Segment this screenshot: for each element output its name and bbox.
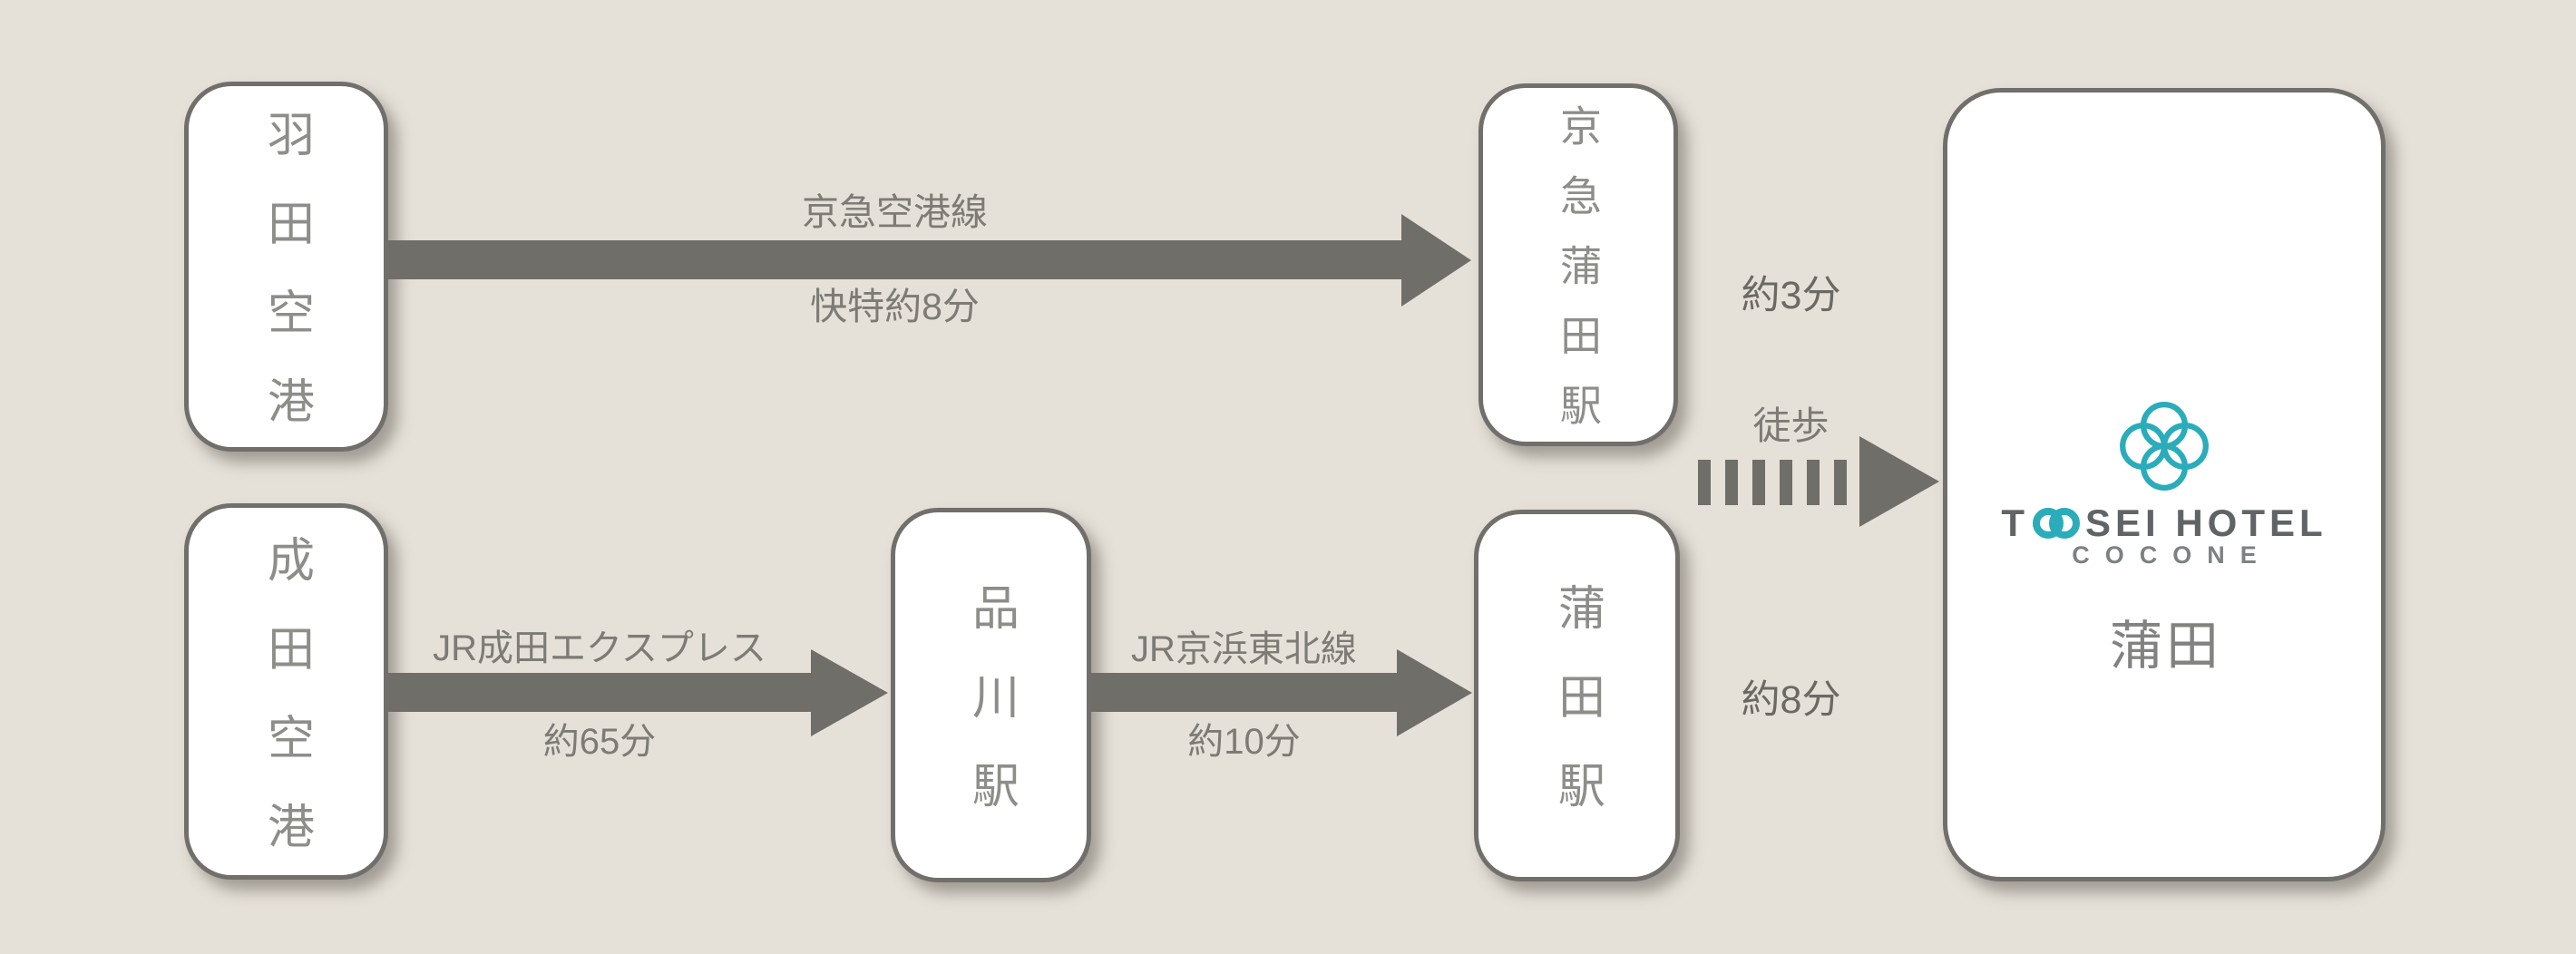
station-box-haneda-airport: 羽田空港 (184, 82, 388, 465)
walk-mode-label: 徒歩 (1752, 404, 1830, 447)
route-line-label-narita-express: JR成田エクスプレス (433, 628, 766, 668)
walk-arrow-dashes-icon (1698, 460, 1861, 505)
route-arrow-bar-keikyu (388, 240, 1401, 279)
walk-duration-label-8min: 約8分 (1741, 678, 1841, 722)
route-duration-label-keihin-tohoku: 約10分 (1187, 722, 1301, 762)
station-box-shinagawa: 品川駅 (891, 508, 1091, 882)
walk-arrow-head-icon (1859, 436, 1939, 527)
station-box-keikyu-kamata: 京急蒲田駅 (1478, 83, 1678, 453)
route-arrow-bar-narita-express (388, 673, 811, 712)
route-arrow-bar-keihin-tohoku (1091, 673, 1397, 712)
station-label-kamata: 蒲田駅 (1550, 583, 1604, 850)
station-box-kamata: 蒲田駅 (1474, 510, 1680, 881)
station-label-narita: 成田空港 (259, 534, 313, 891)
route-duration-label-narita-express: 約65分 (542, 722, 657, 762)
station-label-haneda: 羽田空港 (259, 110, 313, 465)
route-line-label-keikyu-airport-line: 京急空港線 (802, 191, 988, 233)
hotel-box (1943, 88, 2386, 881)
station-label-shinagawa: 品川駅 (964, 582, 1018, 850)
route-arrow-head-icon (1401, 214, 1471, 307)
walk-duration-label-3min: 約3分 (1741, 274, 1841, 317)
station-box-narita-airport: 成田空港 (184, 503, 388, 891)
route-arrow-head-icon (1397, 649, 1472, 736)
station-label-keikyu-kamata: 京急蒲田駅 (1555, 104, 1602, 453)
route-duration-label-keikyu: 快特約8分 (810, 286, 980, 327)
route-line-label-keihin-tohoku: JR京浜東北線 (1131, 629, 1357, 669)
route-arrow-head-icon (811, 649, 888, 736)
